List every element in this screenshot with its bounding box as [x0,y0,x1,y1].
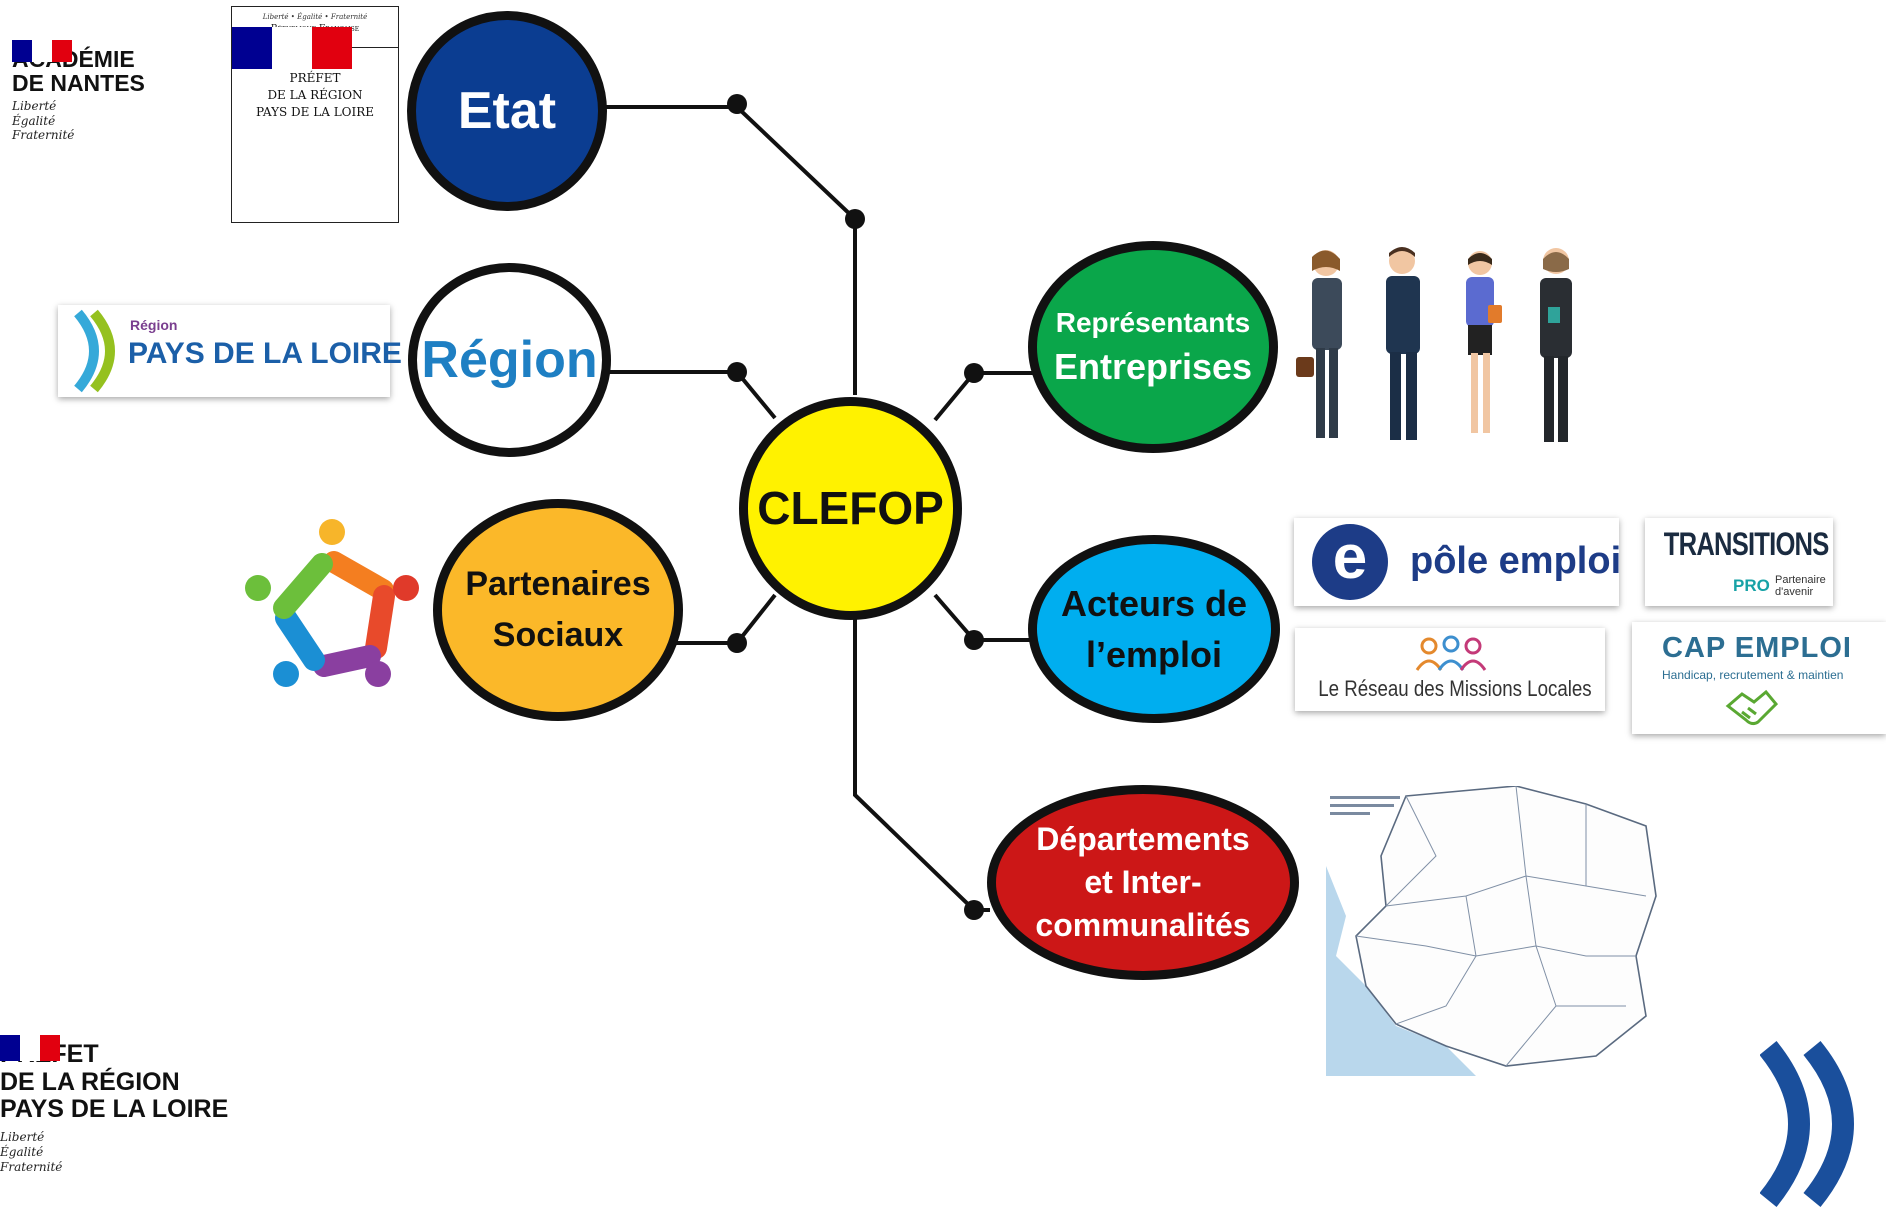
region-small-label: Région [130,317,178,333]
business-people-illustration [1290,245,1590,450]
node-partenaires-line1: Partenaires [465,565,651,604]
node-representants-line1: Représentants [1055,306,1251,338]
business-people-icon [1296,247,1572,442]
prefet-box-line2: DE LA RÉGION [267,87,363,102]
region-pdl-logo: Région PAYS DE LA LOIRE [58,305,402,397]
missions-locales-logo: Le Réseau des Missions Locales [1295,628,1605,711]
missions-locales-text: Le Réseau des Missions Locales [1318,676,1592,701]
french-flag-icon [0,1035,60,1061]
prefet-region-bottom-logo: PRÉFET DE LA RÉGION PAYS DE LA LOIRE Lib… [0,1035,228,1175]
line-acteurs [933,593,1035,642]
cap-emploi-text: CAP EMPLOI [1662,632,1852,664]
academie-nantes-logo: ACADÉMIE DE NANTES Liberté Égalité Frate… [12,40,145,142]
node-departements: Départements et Inter- communalités [987,785,1299,980]
junction-dot [964,900,984,920]
node-acteurs-line1: Acteurs de [1060,582,1248,624]
node-etat: Etat [407,11,607,211]
line-partenaires [670,593,777,645]
intercommunalites-map [1326,785,1664,1076]
cap-emploi-logo: CAP EMPLOI Handicap, recrutement & maint… [1632,622,1886,734]
prefet-bottom-line3: PAYS DE LA LOIRE [0,1095,229,1123]
pole-emploi-logo: e pôle emploi [1294,518,1622,606]
cap-emploi-tagline: Handicap, recrutement & maintien [1662,668,1844,682]
central-node-clefop: CLEFOP [739,397,962,620]
node-region-label: Région [421,330,598,389]
junction-dot [964,363,984,383]
junction-dot [845,209,865,229]
node-etat-label: Etat [457,81,557,140]
prefet-bottom-motto1: Liberté [0,1129,45,1144]
prefet-box-motto: Liberté • Égalité • Fraternité [262,13,368,21]
prefet-box-line1: PRÉFET [289,71,341,85]
junction-dot [964,630,984,650]
junction-dot [727,633,747,653]
prefet-box-line3: PAYS DE LA LOIRE [255,104,375,119]
node-partenaires-line2: Sociaux [492,616,624,654]
map-illustration [1326,785,1664,1076]
transitions-text: TRANSITIONS [1663,526,1830,562]
academie-line2: DE NANTES [12,70,145,96]
line-departements [853,618,990,912]
pole-emploi-text: pôle emploi [1410,540,1622,582]
node-partenaires-sociaux: Partenaires Sociaux [433,499,683,721]
prefet-bottom-motto2: Égalité [0,1144,44,1159]
region-arcs-icon [74,309,115,393]
line-etat [600,105,857,395]
node-representants-line2: Entreprises [1053,346,1253,388]
prefet-bottom-line2: DE LA RÉGION [0,1067,180,1096]
pole-emploi-badge-icon: e [1312,524,1388,600]
handshake-icon [1725,689,1779,726]
node-departements-line1: Départements [1036,820,1250,857]
node-acteurs-line2: l’emploi [1085,634,1222,675]
central-label: CLEFOP [757,481,944,534]
french-flag-icon [12,40,72,62]
prefet-bottom-motto3: Fraternité [0,1159,63,1174]
line-region [605,370,777,420]
junction-dot [727,362,747,382]
region-big-label: PAYS DE LA LOIRE [128,337,402,370]
node-departements-line3: communalités [1035,907,1251,944]
blue-arcs-logo-icon [1760,1041,1854,1207]
prefet-region-box-logo: Liberté • Égalité • Fraternité Républiqu… [231,6,399,223]
pole-emploi-letter: e [1332,523,1368,592]
node-region: Région [408,263,611,457]
junction-dot [727,94,747,114]
transitions-partner2: d'avenir [1775,586,1814,599]
transitions-pro: PRO [1733,576,1770,595]
missions-people-icon [1415,635,1487,671]
node-departements-line2: et Inter- [1084,863,1202,900]
motto-fraternite: Fraternité [12,127,75,142]
motto-egalite: Égalité [12,113,56,128]
marianne-flag-icon [232,27,352,69]
motto-liberte: Liberté [12,99,57,114]
transitions-pro-logo: TRANSITIONS PRO Partenaire d'avenir [1645,518,1833,606]
people-circle-icon [245,519,419,687]
node-acteurs-emploi: Acteurs de l’emploi [1028,535,1280,723]
line-representants [933,371,1035,422]
transitions-partner1: Partenaire [1775,574,1826,586]
node-representants-entreprises: Représentants Entreprises [1028,241,1278,453]
